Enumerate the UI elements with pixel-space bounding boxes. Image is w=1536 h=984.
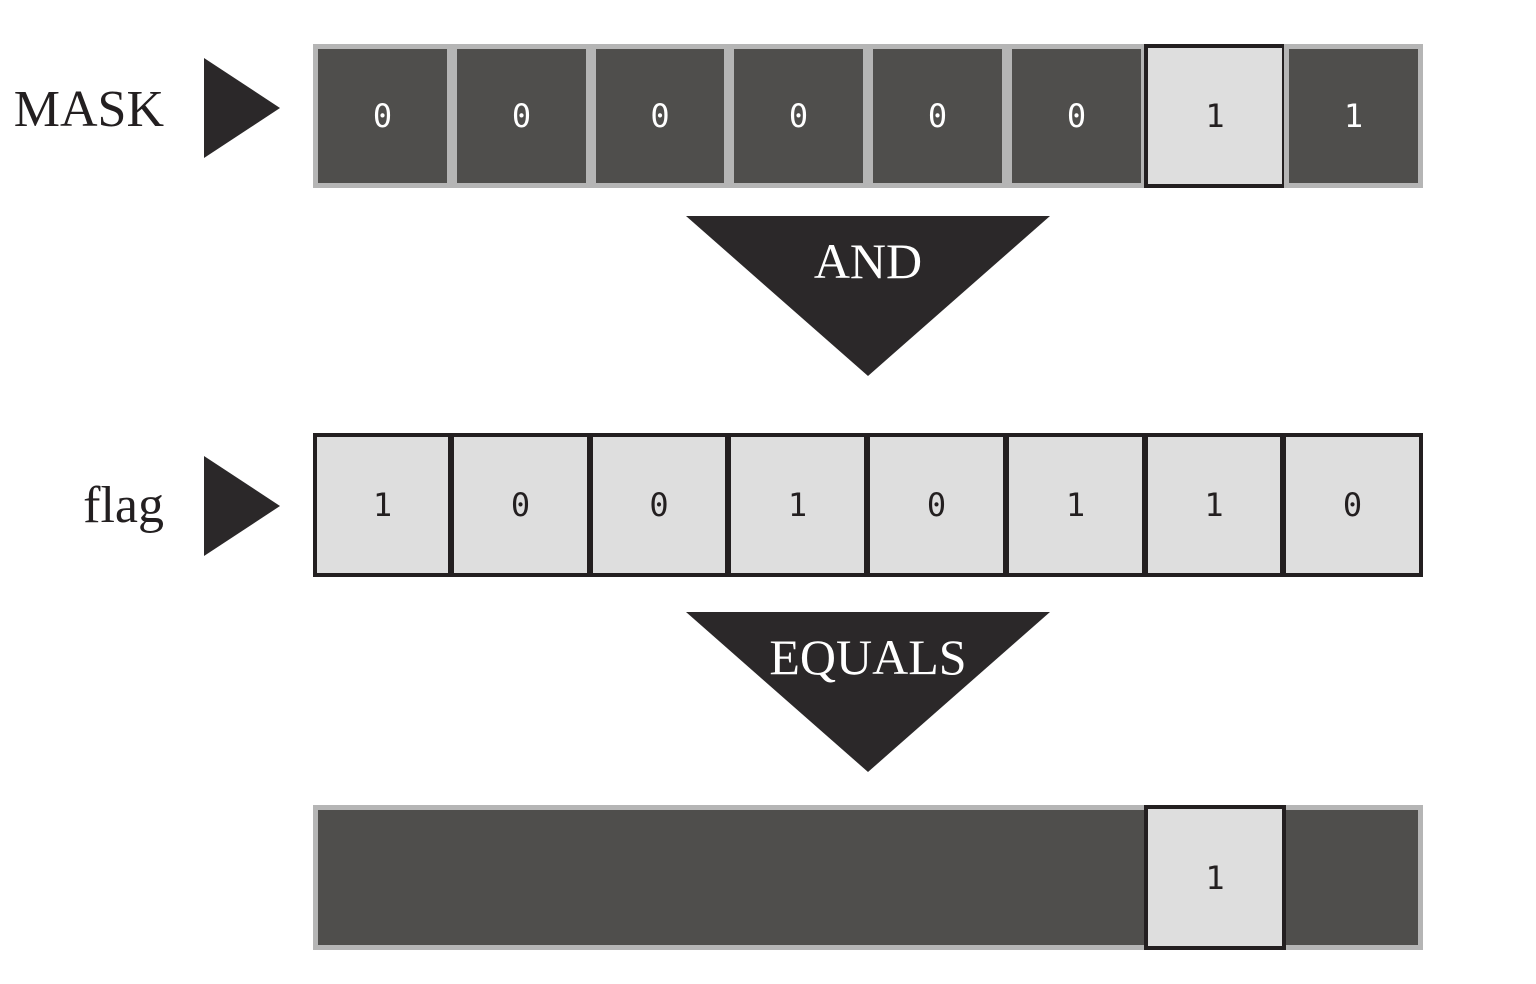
mask-label: MASK [13,81,164,138]
flag-bit-5: 1 [1005,433,1146,577]
flag-bit-4: 0 [866,433,1007,577]
mask-bit-2: 0 [591,44,729,188]
flag-bit-6: 1 [1144,433,1284,577]
equals-operator: EQUALS [686,612,1050,772]
mask-bit-4: 0 [868,44,1007,188]
and-label: AND [813,233,923,289]
mask-bit-5: 0 [1007,44,1146,188]
mask-bit-0: 0 [313,44,452,188]
result-cells: 1 [313,805,1423,950]
mask-bit-1: 0 [452,44,591,188]
mask-bit-7: 1 [1284,44,1423,188]
and-triangle-icon [686,216,1050,376]
flag-bit-2: 0 [589,433,729,577]
flag-bit-1: 0 [450,433,591,577]
equals-triangle-icon [686,612,1050,772]
flag-bit-0: 1 [313,433,452,577]
result-bit-6: 1 [1144,805,1286,950]
flag-bit-7: 0 [1282,433,1423,577]
mask-bit-6: 1 [1144,44,1286,188]
flag-bit-3: 1 [727,433,868,577]
mask-pointer-arrow-icon [204,58,280,158]
flag-pointer-arrow-icon [204,456,280,556]
and-operator: AND [686,216,1050,376]
mask-bit-3: 0 [729,44,868,188]
flag-label: flag [83,477,164,534]
equals-label: EQUALS [769,629,967,685]
